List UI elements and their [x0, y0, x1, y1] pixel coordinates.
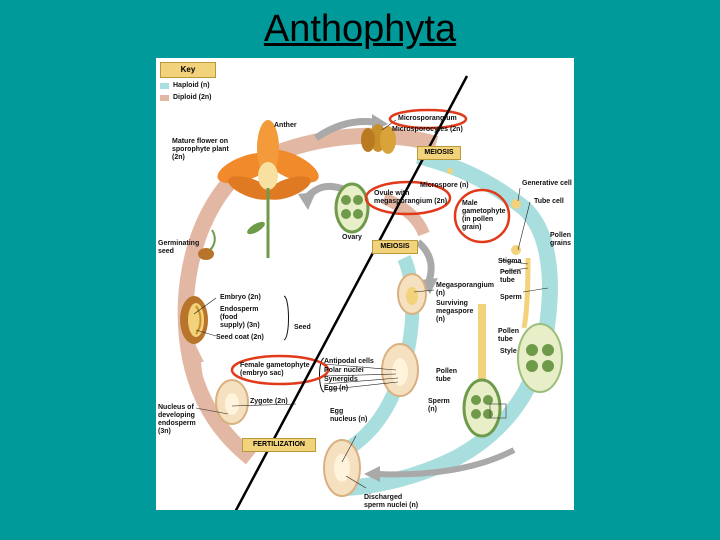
label-pollen-tube-right: Pollen tube: [498, 328, 520, 343]
label-female-gametophyte: Female gametophyte (embryo sac): [240, 362, 310, 377]
germinating-seed-illustration: [198, 229, 216, 260]
label-sperm-top: Sperm: [500, 294, 522, 301]
ovary-illustration: [334, 182, 370, 234]
meiosis-mid-box: MEIOSIS: [372, 240, 418, 254]
label-pollen-tube-mid: Pollen tube: [436, 368, 458, 383]
label-seed: Seed: [294, 324, 311, 331]
label-microsporocytes: Microsporocytes (2n): [392, 126, 463, 133]
seed-bracket: [283, 295, 289, 341]
label-sperm-mid: Sperm (n): [428, 398, 450, 413]
slide-title: Anthophyta: [263, 8, 457, 50]
label-synergids: Synergids: [324, 376, 358, 383]
gametophyte-bracket: [319, 357, 325, 393]
megasporangium-illustration: [397, 273, 427, 315]
leader-lines: [193, 119, 549, 489]
label-discharged: Discharged sperm nuclei (n): [364, 494, 419, 509]
label-egg: Egg (n): [324, 385, 349, 392]
label-germinating-seed: Germinating seed: [158, 240, 200, 255]
pistil-right: [517, 257, 563, 393]
arrow-fertilization: [377, 447, 516, 478]
label-generative-cell: Generative cell: [522, 180, 572, 187]
flower-illustration: [217, 120, 319, 258]
microspore-dot: [447, 168, 453, 174]
label-microsporangium: Microsporangium: [398, 115, 457, 122]
label-anther: Anther: [274, 122, 297, 129]
arrow-anther: [313, 118, 375, 141]
red-oval-female-gametophyte: [230, 354, 330, 386]
key-heading: Key: [160, 62, 216, 78]
label-seed-coat: Seed coat (2n): [216, 334, 264, 341]
red-oval-microsporangium: [388, 108, 468, 130]
label-tube-cell: Tube cell: [534, 198, 564, 205]
diploid-arc-top: [271, 127, 439, 162]
pollen-grain: [511, 245, 521, 255]
label-nucleus-endosperm: Nucleus of developing endosperm (3n): [158, 404, 196, 435]
label-antipodal: Antipodal cells: [324, 358, 374, 365]
label-megasporangium: Megasporangium (n): [436, 282, 494, 297]
label-pollen-tube-top: Pollen tube: [500, 269, 522, 284]
fertilization-box: FERTILIZATION: [242, 438, 316, 452]
life-cycle-diagram: Key Haploid (n) Diploid (2n) Mature flow…: [156, 58, 574, 510]
anther-illustration: [361, 124, 396, 154]
label-pollen-grains: Pollen grains: [550, 232, 572, 247]
seed-illustration: [180, 296, 208, 344]
diploid-arc-left: [177, 161, 257, 465]
label-mature-flower: Mature flower on sporophyte plant (2n): [172, 138, 229, 161]
key-haploid: Haploid (n): [173, 82, 210, 89]
red-oval-male-gametophyte: [453, 188, 511, 244]
fertilization-ovule: [323, 439, 361, 497]
label-egg-nucleus: Egg nucleus (n): [330, 408, 368, 423]
haploid-swatch: [160, 83, 169, 89]
pistil-lower: [462, 304, 507, 438]
label-ovule: Ovule with megasporangium (2n): [374, 190, 448, 205]
label-stigma: Stigma: [498, 258, 522, 265]
key-diploid: Diploid (2n): [173, 94, 212, 101]
red-oval-ovule: [364, 180, 452, 216]
generative-dot: [511, 199, 521, 209]
zygote-ovule: [215, 379, 249, 425]
label-surviving-megaspore: Surviving megaspore (n): [436, 300, 474, 323]
label-microspore: Microspore (n): [420, 182, 469, 189]
meiosis-top-box: MEIOSIS: [417, 146, 461, 160]
label-ovary: Ovary: [342, 234, 362, 241]
label-zygote: Zygote (2n): [250, 398, 288, 405]
label-endosperm: Endosperm (food supply) (3n): [220, 306, 260, 329]
label-embryo: Embryo (2n): [220, 294, 261, 301]
embryo-sac-illustration: [381, 343, 419, 397]
label-polar: Polar nuclei: [324, 367, 364, 374]
label-style: Style: [500, 348, 517, 355]
cycle-artwork: [177, 75, 563, 510]
label-male-gametophyte: Male gametophyte (in pollen grain): [462, 200, 506, 231]
diploid-swatch: [160, 95, 169, 101]
